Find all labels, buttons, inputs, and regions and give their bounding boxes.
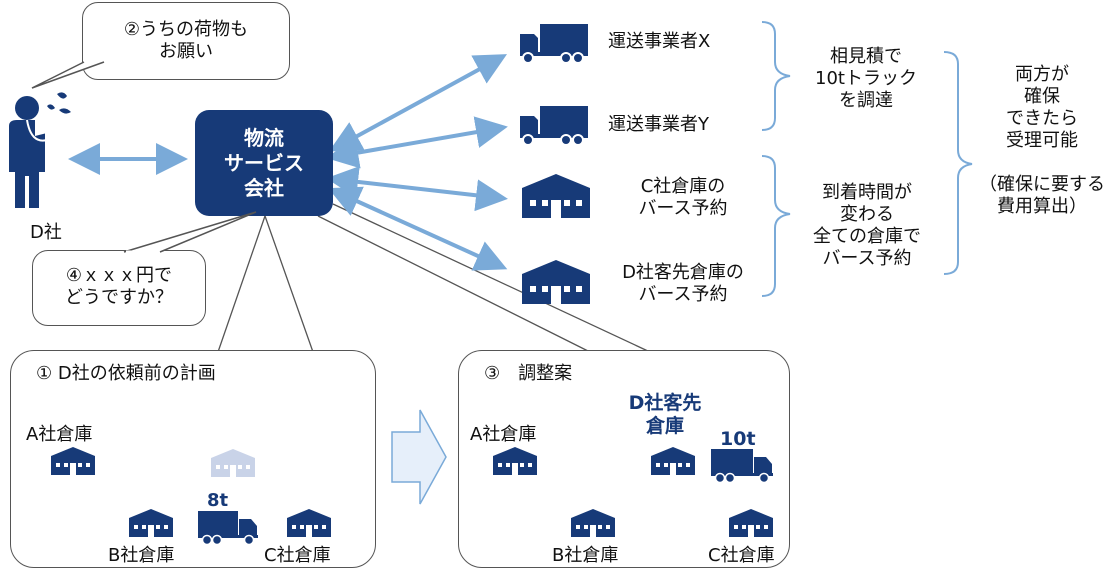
arrow-service-to-carrier-y	[326, 116, 508, 169]
adjust-d-line-1: D社客先	[628, 392, 702, 414]
estimate-note-line: 相見積で	[830, 46, 902, 67]
request-bubble-tail	[31, 61, 105, 89]
berth-note-line: 全ての倉庫で	[813, 226, 921, 247]
double-arrows	[68, 54, 508, 271]
brace-warehouses	[761, 155, 791, 297]
warehouse-icon	[522, 174, 590, 218]
quote-bubble-tail	[123, 211, 257, 254]
warehouse-c-line-1: C社倉庫の	[640, 176, 726, 197]
warehouse-icon	[51, 447, 95, 475]
plan-b-label: B社倉庫	[108, 545, 175, 566]
warehouse-icon	[651, 447, 695, 475]
acceptance-note-spacer	[972, 152, 1112, 174]
braces	[761, 21, 973, 297]
arrow-service-to-warehouse-d	[328, 186, 508, 271]
service-line-2: サービス	[224, 150, 304, 175]
plan-a-label: A社倉庫	[26, 424, 93, 445]
adjust-d-line-2: 倉庫	[645, 415, 684, 437]
acceptance-note-line: 確保	[1024, 86, 1060, 107]
faded-warehouse-icon	[211, 449, 255, 477]
plan-truck-label: 8t	[207, 490, 229, 511]
warehouse-d-label: D社客先倉庫の バース予約	[600, 262, 766, 306]
brace-carriers	[761, 21, 791, 131]
berth-note-line: バース予約	[822, 248, 912, 269]
carrier-y-label: 運送事業者Y	[608, 114, 709, 135]
warehouse-icon	[729, 509, 773, 537]
transition-arrow	[391, 409, 447, 505]
adjust-c-label: C社倉庫	[708, 545, 775, 566]
acceptance-note-line: できたら	[1006, 108, 1078, 129]
berth-note: 到着時間が 変わる 全ての倉庫で バース予約	[792, 182, 942, 270]
adjust-d-label: D社客先 倉庫	[610, 392, 720, 438]
arrow-service-to-warehouse-c	[326, 166, 508, 212]
brace-all	[943, 51, 973, 275]
quote-line-1: ④ｘｘｘ円で	[65, 265, 173, 286]
warehouse-d-line-1: D社客先倉庫の	[622, 262, 744, 283]
warehouse-icon	[129, 509, 173, 537]
truck-icon	[711, 449, 773, 484]
request-line-1: ②うちの荷物も	[123, 19, 249, 40]
berth-note-line: 到着時間が	[822, 182, 912, 203]
adjust-truck-label: 10t	[720, 428, 756, 450]
acceptance-note-line: （確保に要する	[979, 174, 1105, 195]
acceptance-note-line: 受理可能	[1006, 130, 1078, 151]
warehouse-icon	[287, 509, 331, 537]
berth-note-line: 変わる	[840, 204, 894, 225]
person-icon	[9, 92, 71, 208]
plan-panel-title: ① D社の依頼前の計画	[36, 363, 216, 384]
acceptance-note: 両方が 確保 できたら 受理可能 （確保に要する 費用算出）	[972, 64, 1112, 218]
request-bubble: ②うちの荷物も お願い	[82, 2, 290, 80]
estimate-note: 相見積で 10tトラック を調達	[796, 46, 936, 112]
quote-line-2: どうですか？	[65, 287, 173, 308]
arrow-service-to-carrier-x	[328, 54, 508, 152]
adjust-a-label: A社倉庫	[470, 424, 537, 445]
truck-icon	[520, 106, 588, 146]
warehouse-icon	[522, 260, 590, 304]
adjust-panel-title: ③ 調整案	[484, 363, 573, 384]
estimate-note-line: 10tトラック	[815, 68, 917, 89]
plan-c-label: C社倉庫	[264, 545, 331, 566]
warehouse-icon	[493, 447, 537, 475]
truck-icon	[520, 24, 588, 64]
warehouse-icon	[571, 509, 615, 537]
service-line-1: 物流	[244, 125, 284, 150]
adjust-b-label: B社倉庫	[552, 545, 619, 566]
warehouse-c-line-2: バース予約	[638, 198, 728, 219]
service-line-3: 会社	[244, 175, 284, 200]
warehouse-d-line-2: バース予約	[638, 284, 728, 305]
estimate-note-line: を調達	[839, 90, 893, 111]
quote-bubble: ④ｘｘｘ円で どうですか？	[32, 250, 206, 326]
d-company-label: D社	[30, 222, 62, 243]
logistics-service-company-box: 物流 サービス 会社	[195, 110, 333, 216]
carrier-x-label: 運送事業者X	[608, 31, 711, 52]
warehouse-c-label: C社倉庫の バース予約	[608, 176, 758, 220]
acceptance-note-line: 費用算出）	[997, 196, 1087, 217]
request-line-2: お願い	[159, 41, 213, 62]
acceptance-note-line: 両方が	[1015, 64, 1069, 85]
truck-icon	[198, 511, 258, 546]
